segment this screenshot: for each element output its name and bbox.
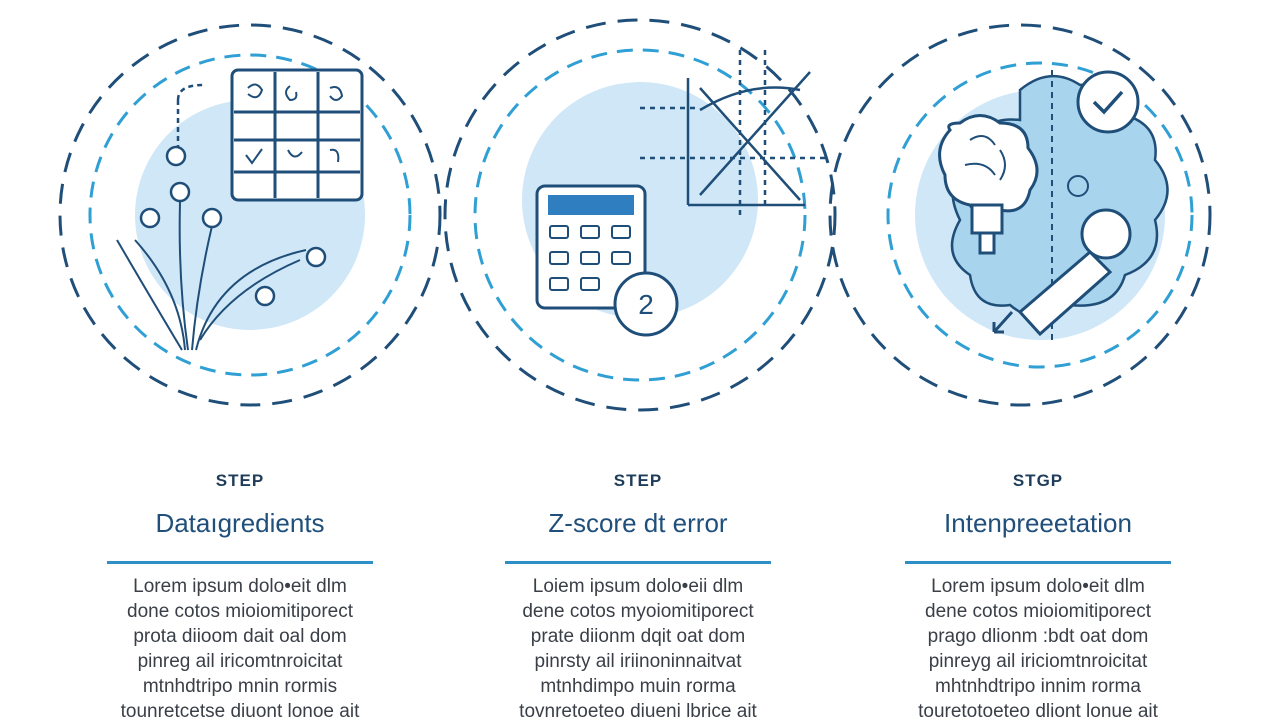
description-line: done cotos mioiomitiporect bbox=[127, 601, 353, 622]
magnifier-icon bbox=[992, 208, 1132, 337]
calculator-icon bbox=[535, 184, 647, 310]
description-line: pinreyg ail iriciomtnroicitat bbox=[928, 651, 1148, 672]
step-description: Lorem ipsum dolo•eit dlm dene cotos mioi… bbox=[888, 574, 1188, 724]
description-line: mtnhdimpo muin rorma bbox=[540, 676, 736, 697]
checkmark-icon bbox=[1076, 70, 1140, 134]
description-line: Lorem ipsum dolo•eit dlm bbox=[133, 576, 347, 597]
step-2-badge: 2 bbox=[613, 271, 679, 337]
description-line: pinrsty ail iriinoninnaitvat bbox=[534, 651, 742, 672]
step-divider bbox=[505, 561, 771, 564]
chart-axes-icon bbox=[640, 50, 830, 220]
step-divider bbox=[905, 561, 1171, 564]
step-description: Loiem ipsum dolo•eii dlm dene cotos myoi… bbox=[488, 574, 788, 724]
step-label: STEP bbox=[215, 471, 265, 490]
matrix-grid-icon bbox=[230, 68, 364, 202]
branch-nodes bbox=[116, 83, 327, 351]
description-line: prate diionm dqit oat dom bbox=[530, 626, 746, 647]
steps-illustration: 2 bbox=[58, 18, 1212, 412]
description-line: dene cotos myoiomitiporect bbox=[522, 601, 754, 622]
step-title: Dataıgredients bbox=[155, 508, 325, 538]
step-3: STGP Intenpreeetation Lorem ipsum dolo•e… bbox=[888, 470, 1188, 724]
description-line: tounretcetse diuont lonoe ait bbox=[120, 701, 360, 722]
step-title: Intenpreeetation bbox=[944, 508, 1132, 538]
description-line: pinreg ail iricomtnroicitat bbox=[137, 651, 343, 672]
step-label: STGP bbox=[1012, 471, 1064, 490]
step-1: STEP Dataıgredients Lorem ipsum dolo•eit… bbox=[90, 470, 390, 724]
description-line: Loiem ipsum dolo•eii dlm bbox=[532, 576, 744, 597]
step-title: Z-score dt error bbox=[548, 508, 728, 538]
description-line: mtnhdtripo mnin rormis bbox=[142, 676, 338, 697]
step-label: STEP bbox=[613, 471, 663, 490]
description-line: Lorem ipsum dolo•eit dlm bbox=[931, 576, 1145, 597]
step-2: STEP Z-score dt error Loiem ipsum dolo•e… bbox=[488, 470, 788, 724]
brain-icon bbox=[938, 114, 1039, 255]
description-line: tovnretoeteo diueni lbrice ait bbox=[519, 701, 757, 722]
step-description: Lorem ipsum dolo•eit dlm done cotos mioi… bbox=[90, 574, 390, 724]
svg-text:2: 2 bbox=[638, 289, 654, 320]
description-line: dene cotos mioiomitiporect bbox=[925, 601, 1151, 622]
description-line: mhtnhdtripo innim rorma bbox=[935, 676, 1141, 697]
description-line: prago dlionm :bdt oat dom bbox=[927, 626, 1149, 647]
step-divider bbox=[107, 561, 373, 564]
description-line: prota diioom dait oal dom bbox=[133, 626, 347, 647]
description-line: touretotoeteo dliont lonue ait bbox=[918, 701, 1158, 722]
